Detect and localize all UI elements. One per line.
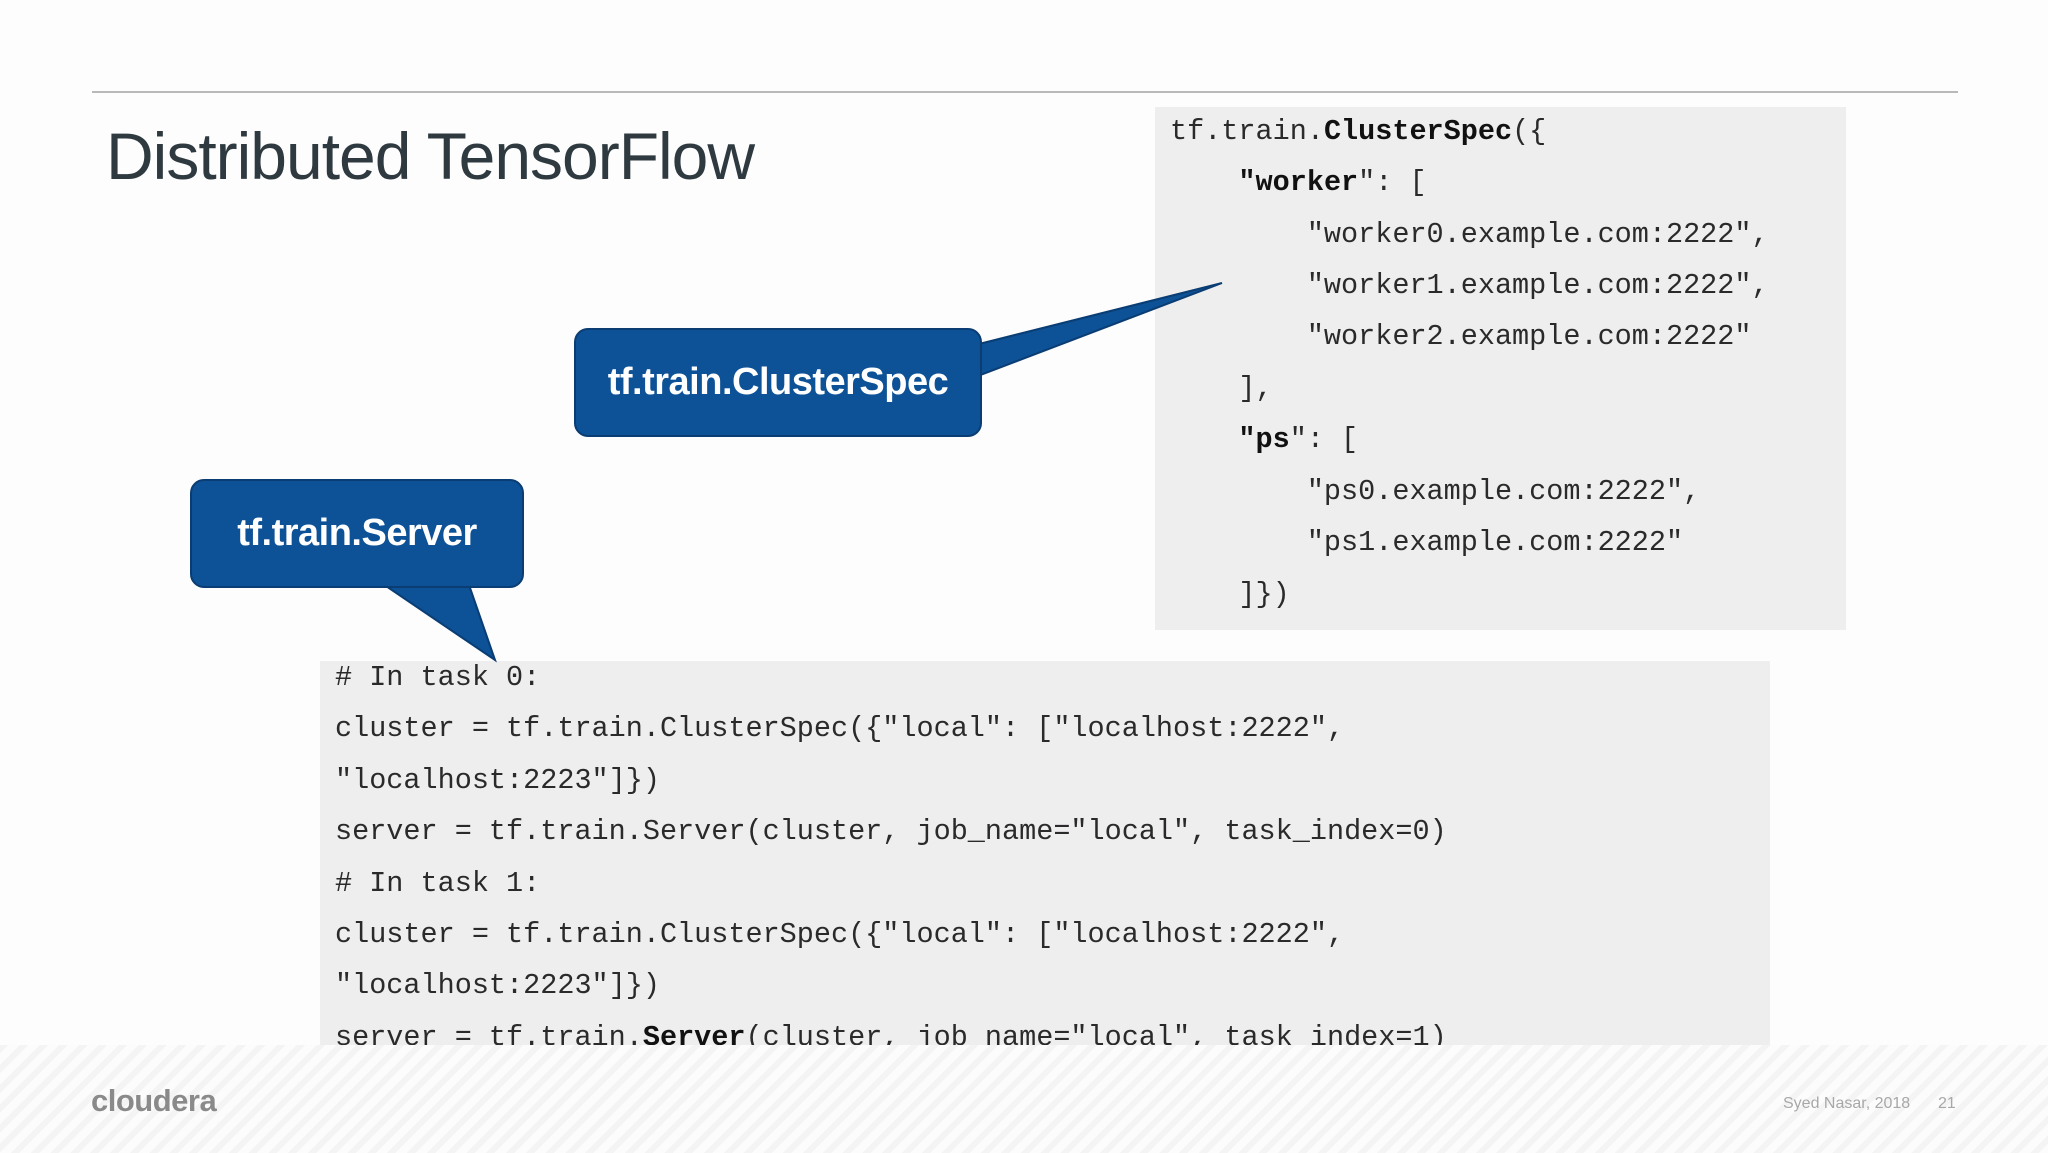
code-line: server = tf.train.Server(cluster, job_na… — [335, 815, 1447, 848]
footer-band — [0, 1045, 2048, 1153]
code-keyword: worker — [1255, 166, 1359, 199]
code-line: cluster = tf.train.ClusterSpec({"local":… — [335, 918, 1345, 951]
server-callout: tf.train.Server — [190, 479, 524, 588]
code-line: tf.train.ClusterSpec({ — [1170, 115, 1546, 148]
top-divider — [92, 91, 1958, 93]
code-line: "worker": [ — [1170, 166, 1427, 199]
code-text: ": [ — [1289, 423, 1359, 456]
code-line: "worker1.example.com:2222", — [1170, 269, 1769, 302]
code-line: ]}) — [1170, 578, 1290, 611]
code-keyword: ClusterSpec — [1323, 115, 1513, 148]
code-text: ({ — [1512, 115, 1547, 148]
code-line: # In task 0: — [335, 661, 541, 694]
cloudera-logo: cloudera — [91, 1083, 217, 1118]
footer-author: Syed Nasar, 2018 — [1783, 1095, 1911, 1112]
code-keyword: ps — [1255, 423, 1290, 456]
code-line: # In task 1: — [335, 867, 541, 900]
code-line: "ps1.example.com:2222" — [1170, 526, 1684, 559]
code-line: "localhost:2223"]}) — [335, 764, 660, 797]
code-line: "ps": [ — [1170, 423, 1358, 456]
code-line: "localhost:2223"]}) — [335, 969, 660, 1002]
cluster-spec-callout: tf.train.ClusterSpec — [574, 328, 982, 437]
cluster-spec-code-block: tf.train.ClusterSpec({ "worker": [ "work… — [1155, 107, 1846, 630]
code-text: tf.train. — [1170, 115, 1324, 148]
code-line: "worker2.example.com:2222" — [1170, 320, 1752, 353]
code-line: cluster = tf.train.ClusterSpec({"local":… — [335, 712, 1345, 745]
code-text: " — [1238, 166, 1256, 199]
code-line: "ps0.example.com:2222", — [1170, 475, 1701, 508]
slide-title: Distributed TensorFlow — [106, 119, 755, 193]
server-callout-tail — [376, 581, 497, 663]
cluster-callout-tail — [974, 282, 1223, 379]
page-number: 21 — [1938, 1095, 1956, 1112]
code-line: ], — [1170, 372, 1273, 405]
code-text: ": [ — [1358, 166, 1427, 199]
code-line: "worker0.example.com:2222", — [1170, 218, 1769, 251]
code-text: " — [1238, 423, 1256, 456]
